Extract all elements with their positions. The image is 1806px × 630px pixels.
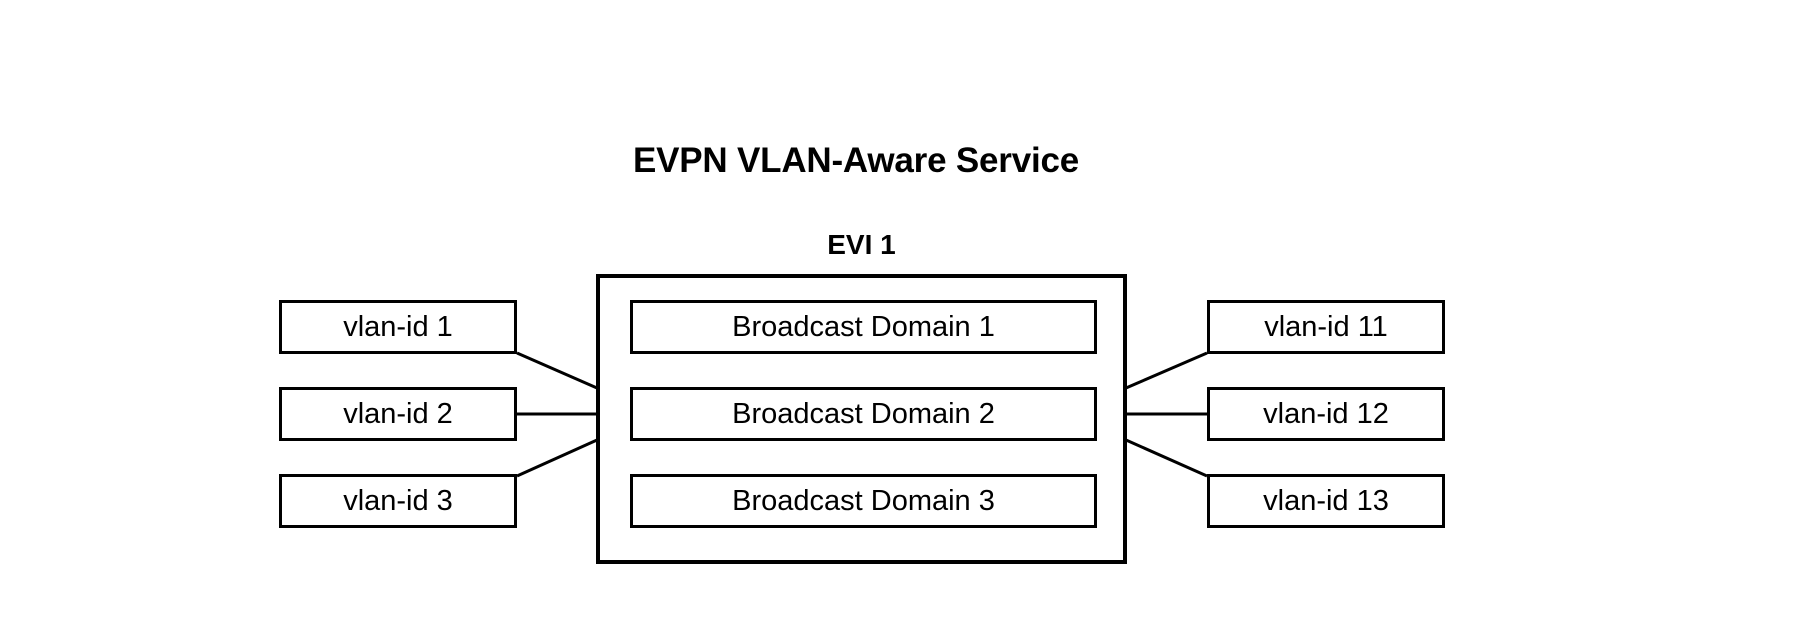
broadcast-domain-box-3: Broadcast Domain 3: [630, 474, 1097, 528]
broadcast-domain-box-1: Broadcast Domain 1: [630, 300, 1097, 354]
evi-container: [596, 274, 1127, 564]
connector-left-vlan1: [516, 351, 598, 390]
vlan-box-left-3: vlan-id 3: [279, 474, 517, 528]
broadcast-domain-box-2: Broadcast Domain 2: [630, 387, 1097, 441]
vlan-box-left-1: vlan-id 1: [279, 300, 517, 354]
connector-left-vlan3: [516, 438, 598, 478]
connector-right-vlan13: [1125, 438, 1208, 478]
vlan-box-left-2: vlan-id 2: [279, 387, 517, 441]
connector-right-vlan11: [1125, 351, 1208, 390]
vlan-box-right-3: vlan-id 13: [1207, 474, 1445, 528]
vlan-box-right-2: vlan-id 12: [1207, 387, 1445, 441]
page-title: EVPN VLAN-Aware Service: [632, 141, 1080, 180]
vlan-box-right-1: vlan-id 11: [1207, 300, 1445, 354]
evi-label: EVI 1: [827, 229, 896, 260]
